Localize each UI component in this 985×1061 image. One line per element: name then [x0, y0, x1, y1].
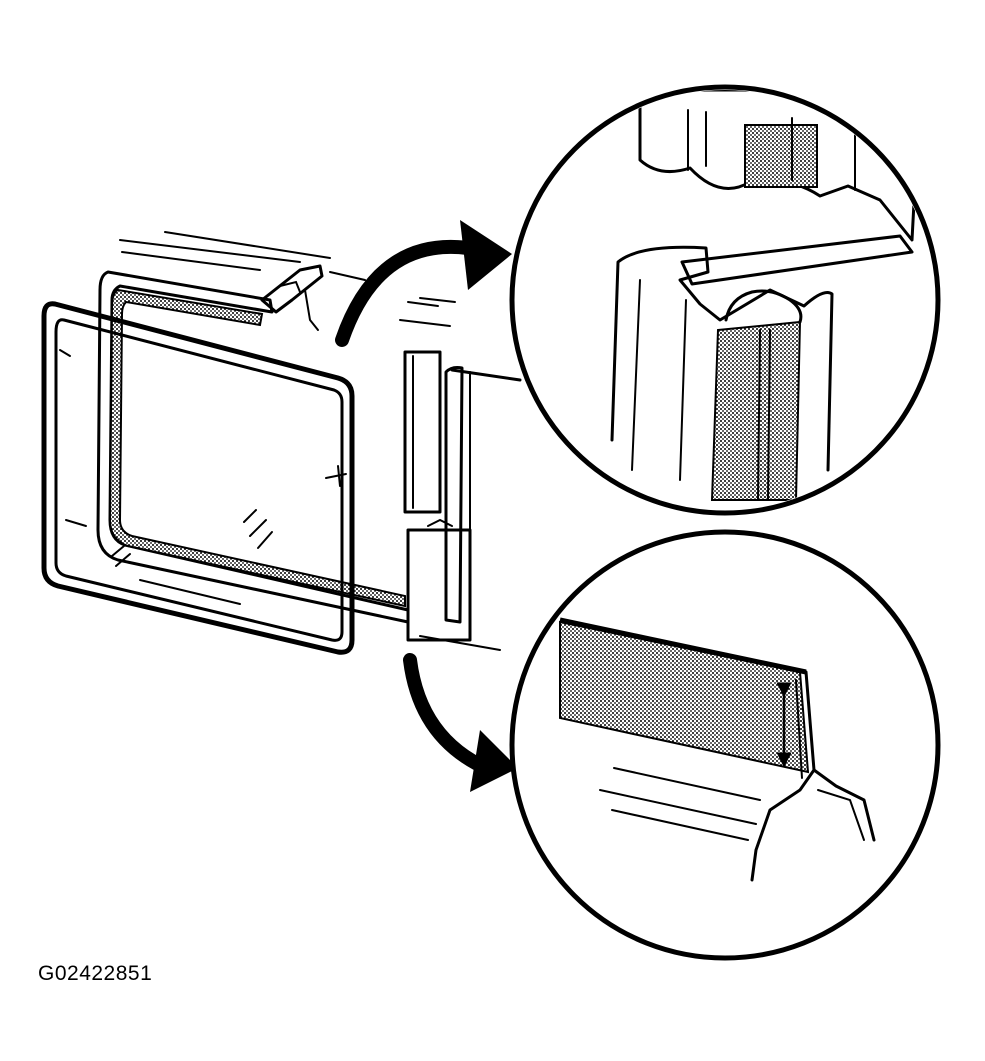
- figure-id-label: G02422851: [38, 962, 153, 985]
- detail-arrow-top: [335, 220, 512, 347]
- window-glass-frame: [41, 301, 355, 655]
- body-roof-lines: [119, 231, 456, 303]
- window-assembly: [41, 231, 522, 655]
- detail-view-bottom: [509, 529, 941, 961]
- b-pillar: [399, 301, 522, 651]
- body-opening-frame: [96, 264, 410, 624]
- detail-arrow-bottom: [403, 653, 518, 792]
- detail-view-top: [509, 84, 941, 516]
